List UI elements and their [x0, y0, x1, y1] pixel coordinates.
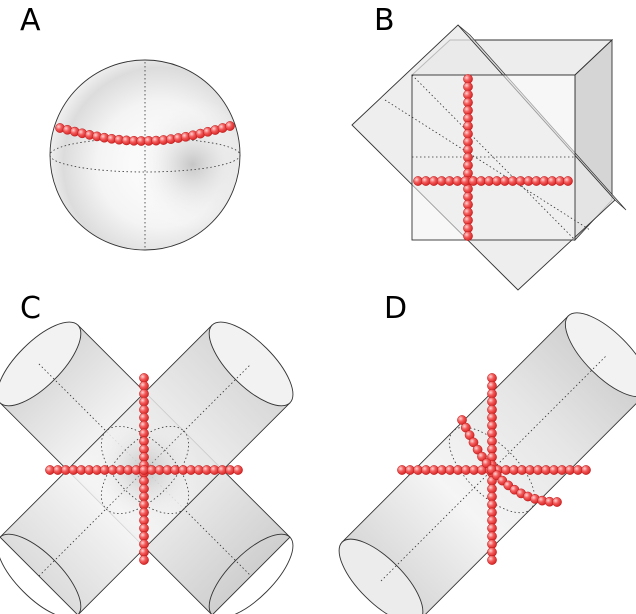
crossed-cylinders-shape — [0, 321, 294, 614]
panel-label-b: B — [374, 3, 395, 38]
bead — [581, 465, 591, 475]
panel-label-c: C — [20, 291, 41, 326]
cylinder-d-crosssection — [448, 426, 536, 514]
slab-axis — [384, 99, 591, 231]
panel-label-d: D — [384, 291, 407, 326]
intersection-ellipse-2 — [100, 425, 190, 515]
bead-chain-b — [413, 74, 573, 241]
panel-c: C — [0, 291, 294, 614]
bead — [225, 121, 235, 131]
cube-diagonal — [411, 74, 576, 241]
cube-and-tilted-slab-shape — [351, 24, 627, 291]
panel-b: B — [351, 3, 627, 291]
bead — [463, 231, 473, 241]
bead-chain-c — [45, 373, 243, 565]
panel-label-a: A — [20, 3, 41, 38]
bead-chain-a — [55, 121, 235, 146]
intersection-ellipse-1 — [100, 425, 190, 515]
bead — [563, 176, 573, 186]
bead-chain-d — [397, 373, 591, 565]
bead — [552, 497, 562, 507]
panel-d: D — [338, 291, 636, 614]
bead — [477, 451, 487, 462]
bead — [472, 444, 483, 455]
sphere-shape — [49, 59, 241, 251]
bead — [233, 465, 243, 475]
bead — [139, 555, 149, 565]
bead — [487, 555, 497, 565]
bead — [468, 437, 479, 448]
panel-a: A — [20, 3, 241, 251]
